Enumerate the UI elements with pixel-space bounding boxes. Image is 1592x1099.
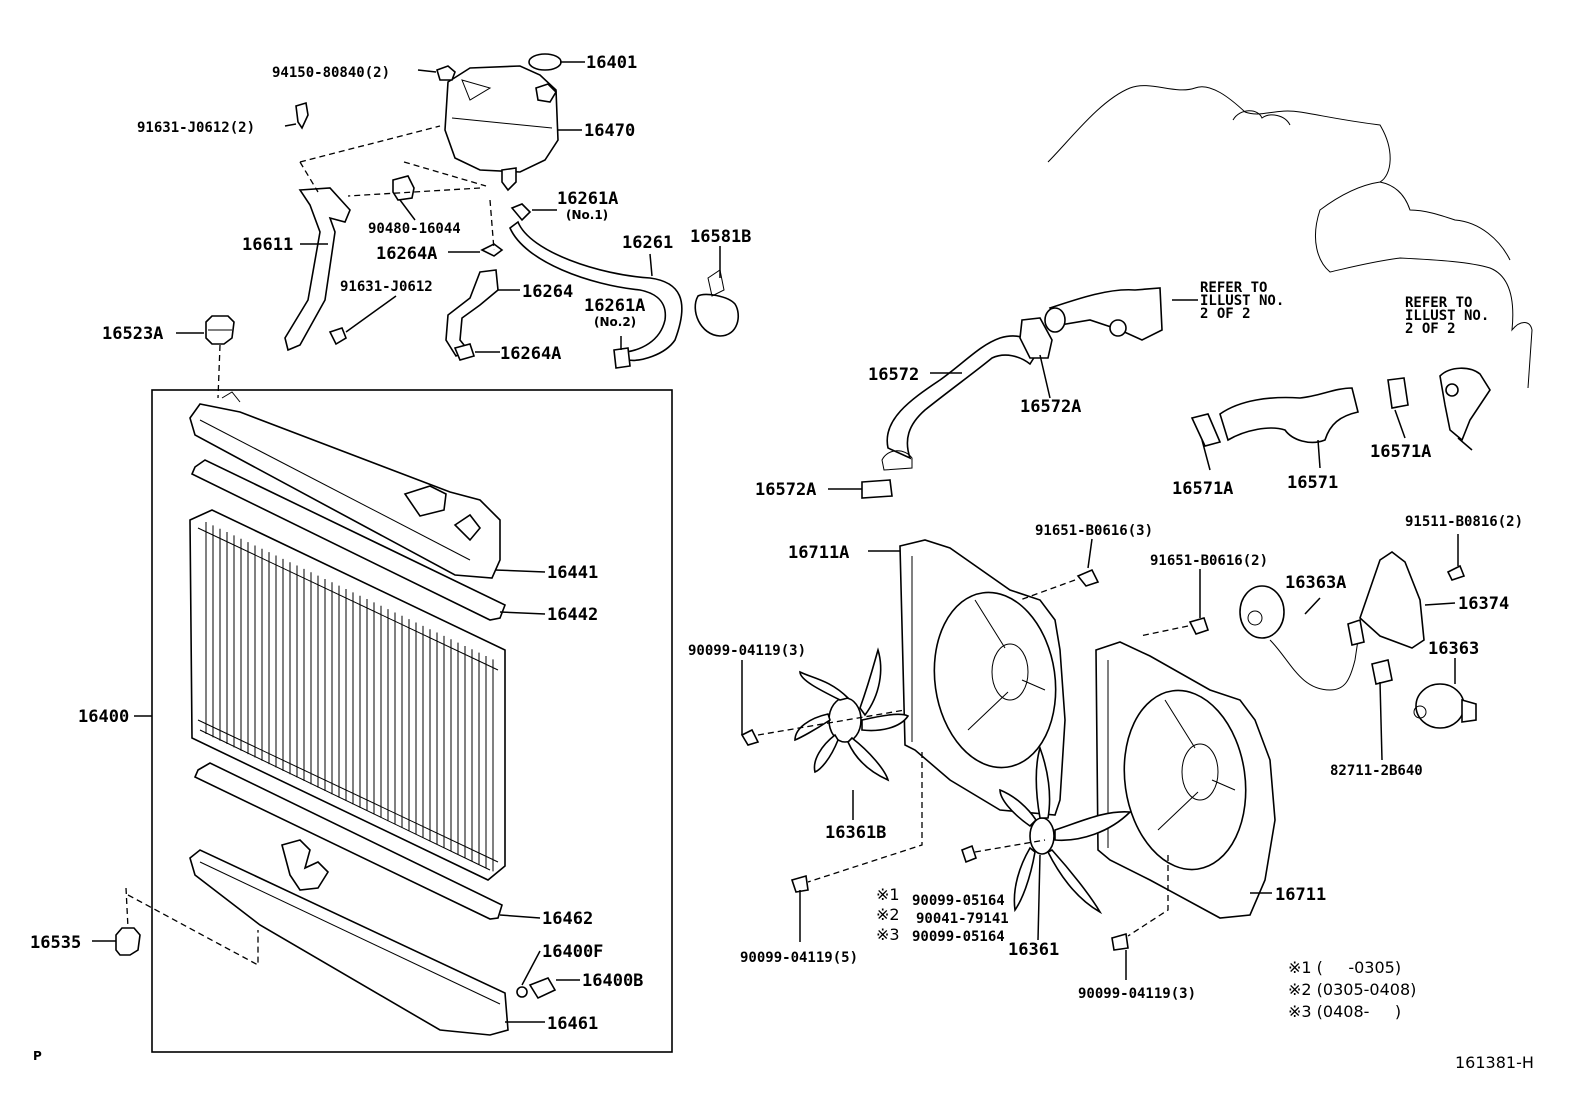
label-16571a-right: 16571A xyxy=(1370,442,1431,462)
legend-2: ※2 (0305-0408) xyxy=(1288,980,1416,999)
note2-mark: ※2 xyxy=(876,905,900,924)
reserve-tank-group xyxy=(284,53,739,369)
drain-plug-16400f xyxy=(516,986,528,998)
label-16261a-2: 16261A xyxy=(584,296,645,316)
reserve-cap-16401 xyxy=(528,53,562,71)
label-16363a: 16363A xyxy=(1285,573,1346,593)
label-16363: 16363 xyxy=(1428,639,1479,659)
label-90099a: 90099-04119(3) xyxy=(688,643,806,659)
label-16442: 16442 xyxy=(547,605,598,625)
label-16462: 16462 xyxy=(542,909,593,929)
label-16581b: 16581B xyxy=(690,227,751,247)
label-91651b: 91651-B0616(2) xyxy=(1150,553,1268,569)
note3-mark: ※3 xyxy=(876,925,900,944)
radiator-core xyxy=(189,509,506,881)
bracket-16374 xyxy=(1359,551,1425,649)
legend-3: ※3 (0408- ) xyxy=(1288,1002,1401,1021)
corner-mark-p: P xyxy=(33,1049,42,1063)
engine-outline xyxy=(1047,85,1533,389)
label-16261a-2-sub: (No.2) xyxy=(594,315,636,329)
legend-1: ※1 ( -0305) xyxy=(1288,958,1401,977)
label-94150: 94150-80840(2) xyxy=(272,65,390,81)
part-labels: 94150-80840(2) 16401 91631-J0612(2) 1647… xyxy=(30,53,1534,1072)
drain-cock-16400b xyxy=(528,977,557,1000)
lower-gasket-16462 xyxy=(193,762,503,920)
note1-mark: ※1 xyxy=(876,885,900,904)
label-16261a-1-sub: (No.1) xyxy=(566,208,608,222)
hose-16264 xyxy=(445,269,499,358)
leader-lines xyxy=(92,61,1473,1023)
label-16572: 16572 xyxy=(868,365,919,385)
label-16264a-top: 16264A xyxy=(376,244,437,264)
radiator-assembly-box xyxy=(151,389,673,1053)
label-16571: 16571 xyxy=(1287,473,1338,493)
fan-motor-16363a xyxy=(1239,585,1393,691)
label-16401: 16401 xyxy=(586,53,637,73)
label-16441: 16441 xyxy=(547,563,598,583)
cushion-16523a xyxy=(205,315,235,345)
label-16264: 16264 xyxy=(522,282,573,302)
illustration-code: 161381-H xyxy=(1455,1053,1534,1072)
label-82711: 82711-2B640 xyxy=(1330,763,1423,779)
label-16572a-top: 16572A xyxy=(1020,397,1081,417)
fan-shroud-16711a xyxy=(899,539,1066,816)
label-90480: 90480-16044 xyxy=(368,221,461,237)
upper-gasket-16442 xyxy=(190,459,507,621)
label-16261: 16261 xyxy=(622,233,673,253)
label-16571a-left: 16571A xyxy=(1172,479,1233,499)
fan-shroud-16711 xyxy=(1095,641,1276,919)
label-16523a: 16523A xyxy=(102,324,163,344)
hose-16572 xyxy=(886,335,1042,460)
label-16400f: 16400F xyxy=(542,942,603,962)
label-90099b: 90099-04119(5) xyxy=(740,950,858,966)
fan-group xyxy=(740,539,1477,951)
clamp-16581b xyxy=(694,293,739,337)
label-16711a: 16711A xyxy=(788,543,849,563)
label-16374: 16374 xyxy=(1458,594,1509,614)
label-16572a-bot: 16572A xyxy=(755,480,816,500)
refer-note-1: REFER TO ILLUST NO. 2 OF 2 xyxy=(1200,280,1293,322)
bracket-16611 xyxy=(284,187,351,352)
label-91651a: 91651-B0616(3) xyxy=(1035,523,1153,539)
label-16711: 16711 xyxy=(1275,885,1326,905)
label-16261a-1: 16261A xyxy=(557,189,618,209)
refer-note-2: REFER TO ILLUST NO. 2 OF 2 xyxy=(1405,295,1498,337)
label-16361: 16361 xyxy=(1008,940,1059,960)
label-91631a: 91631-J0612(2) xyxy=(137,120,255,136)
label-16400b: 16400B xyxy=(582,971,643,991)
fan-16361b xyxy=(794,647,910,782)
label-16264a-bot: 16264A xyxy=(500,344,561,364)
label-16611: 16611 xyxy=(242,235,293,255)
radiator-group xyxy=(115,315,673,1053)
label-16400: 16400 xyxy=(78,707,129,727)
upper-tank-16441 xyxy=(189,391,501,579)
hose-16571 xyxy=(1219,387,1359,444)
label-90099c: 90099-04119(3) xyxy=(1078,986,1196,1002)
reserve-tank-16470 xyxy=(444,65,559,173)
fan-motor-16363 xyxy=(1413,683,1477,729)
note1-part: 90099-05164 xyxy=(912,893,1005,909)
label-16470: 16470 xyxy=(584,121,635,141)
label-91631b: 91631-J0612 xyxy=(340,279,433,295)
radiator-hose-group xyxy=(861,85,1533,499)
label-16361b: 16361B xyxy=(825,823,886,843)
fan-16361 xyxy=(999,745,1132,915)
note3-part: 90099-05164 xyxy=(912,929,1005,945)
label-16461: 16461 xyxy=(547,1014,598,1034)
note2-part: 90041-79141 xyxy=(916,911,1009,927)
label-16535: 16535 xyxy=(30,933,81,953)
label-91511: 91511-B0816(2) xyxy=(1405,514,1523,530)
cushion-16535 xyxy=(115,927,141,956)
lower-tank-16461 xyxy=(189,839,509,1036)
